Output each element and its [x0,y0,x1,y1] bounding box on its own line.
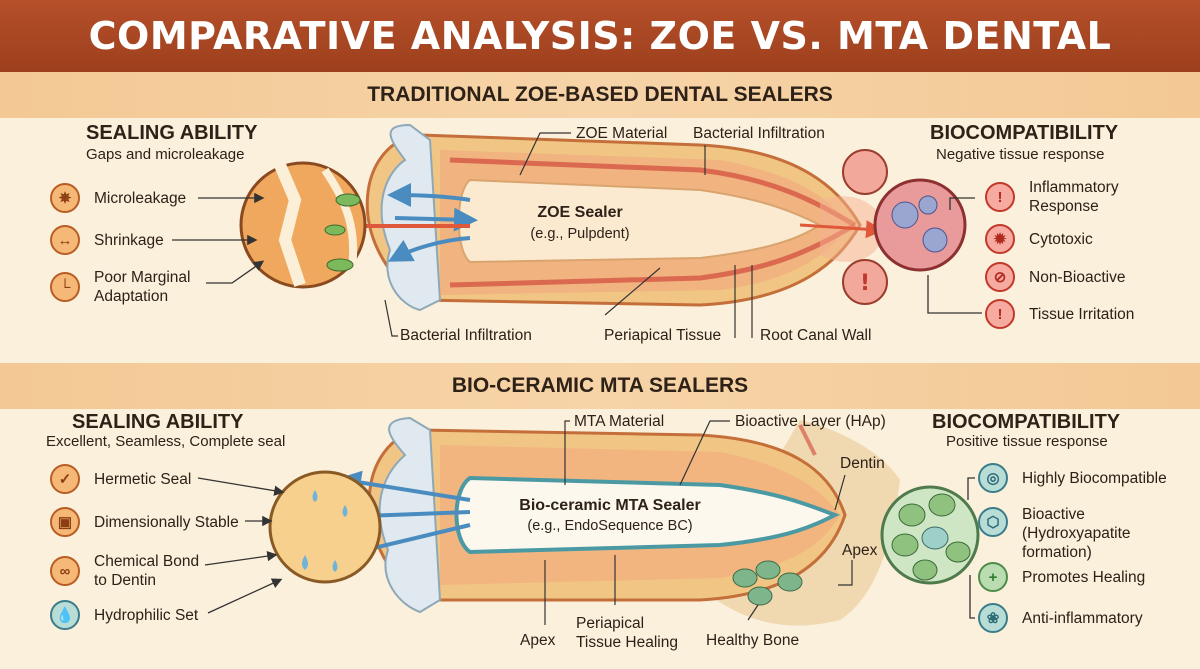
mta-sealing-item-label: Chemical Bond to Dentin [94,553,200,589]
zoe-sealing-heading: SEALING ABILITY [86,122,258,144]
zoe-bio-item-label: Inflammatory Response [1029,179,1119,215]
zoe-sealer-name: ZOE Sealer [537,204,623,221]
mta-bio-item-label: Anti-inflammatory [1022,609,1143,627]
callout-healthy-bone: Healthy Bone [706,632,800,649]
bacteria-icon: ✵ [50,183,80,213]
mta-sealing-heading: SEALING ABILITY [72,411,244,433]
mta-sealer-name: Bio-ceramic MTA Sealer [519,497,701,514]
stable-box-icon: ▣ [50,507,80,537]
zoe-sealing-item-label: Shrinkage [94,231,164,249]
cell-icon: ❀ [978,603,1008,633]
zoe-sealing-item: └ Poor Marginal Adaptation [50,268,191,306]
mta-sealing-item: ✓ Hermetic Seal [50,464,191,494]
mta-sealing-item-label: Hermetic Seal [94,470,192,488]
callout-apex-bottom: Apex [520,632,556,649]
zoe-sealing-item: ↔ Shrinkage [50,225,164,255]
zoe-bio-item: ! Inflammatory Response [985,178,1119,216]
mta-banner-title: BIO-CERAMIC MTA SEALERS [451,374,749,397]
zoe-sealing-subtitle: Gaps and microleakage [86,146,245,163]
mta-sealing-item-label: Hydrophilic Set [94,606,199,624]
page-title: COMPARATIVE ANALYSIS: ZOE VS. MTA DENTAL… [88,14,1112,130]
mta-banner [0,363,1200,409]
callout-root-canal-wall: Root Canal Wall [760,327,872,344]
callout-periapical-tissue: Periapical Tissue [604,327,722,344]
callout-zoe-material: ZOE Material [576,125,668,142]
zoe-bio-subtitle: Negative tissue response [936,146,1105,163]
zoe-sealing-item: ✵ Microleakage [50,183,186,213]
plus-cross-icon: + [978,562,1008,592]
zoe-sealing-item-label: Poor Marginal Adaptation [94,269,191,305]
callout-mta-material: MTA Material [574,413,665,430]
zoe-bio-heading: BIOCOMPATIBILITY [930,122,1119,144]
svg-text:!: ! [860,271,870,296]
chain-link-icon: ∞ [50,556,80,586]
crystal-icon: ⬡ [978,507,1008,537]
margin-gap-icon: └ [50,272,80,302]
shrink-arrows-icon: ↔ [50,225,80,255]
alert-icon: ! [985,299,1015,329]
mta-bio-item: + Promotes Healing [978,562,1145,592]
zoe-bio-item-label: Cytotoxic [1029,230,1093,248]
mta-bio-item-label: Promotes Healing [1022,568,1146,586]
mta-bio-item-label: Bioactive (Hydroxyapatite formation) [1022,506,1131,561]
zoe-gap-magnifier [239,161,367,289]
no-icon: ⊘ [985,262,1015,292]
zoe-bio-item-label: Tissue Irritation [1029,305,1135,323]
zoe-bio-item: ⊘ Non-Bioactive [985,262,1126,292]
mta-bio-subtitle: Positive tissue response [946,433,1108,450]
water-drop-icon: 💧 [50,600,80,630]
callout-periapical-tissue-healing: Periapical Tissue Healing [576,615,678,651]
alert-icon: ! [985,182,1015,212]
zoe-banner-title: TRADITIONAL ZOE-BASED DENTAL SEALERS [367,83,833,106]
title-bar [0,0,1200,72]
zoe-sealer-example: (e.g., Pulpdent) [530,226,630,242]
cells-icon: ◎ [978,463,1008,493]
mta-sealing-item: ∞ Chemical Bond to Dentin [50,552,199,590]
virus-icon: ✹ [985,224,1015,254]
mta-sealing-item: 💧 Hydrophilic Set [50,600,198,630]
callout-bioactive-layer: Bioactive Layer (HAp) [735,413,886,430]
zoe-banner [0,72,1200,118]
shield-check-icon: ✓ [50,464,80,494]
zoe-sealing-item-label: Microleakage [94,189,187,207]
mta-sealing-subtitle: Excellent, Seamless, Complete seal [46,433,286,450]
zoe-inflamed-tissue-magnifier: ! [842,149,967,305]
mta-bio-heading: BIOCOMPATIBILITY [932,411,1121,433]
mta-bio-item: ◎ Highly Biocompatible [978,463,1167,493]
zoe-bio-item: ! Tissue Irritation [985,299,1134,329]
mta-healthy-cells-magnifier [880,485,980,585]
mta-tooth-illustration [302,416,900,626]
callout-bacterial-infiltration-bottom: Bacterial Infiltration [400,327,532,344]
callout-bacterial-infiltration-top: Bacterial Infiltration [693,125,825,142]
zoe-bio-item-label: Non-Bioactive [1029,268,1126,286]
callout-apex-right: Apex [842,542,878,559]
zoe-bio-item: ✹ Cytotoxic [985,224,1093,254]
mta-bio-item: ❀ Anti-inflammatory [978,603,1143,633]
mta-bio-item-label: Highly Biocompatible [1022,469,1167,487]
callout-dentin: Dentin [840,455,885,472]
mta-seal-magnifier [268,470,382,584]
mta-sealer-example: (e.g., EndoSequence BC) [527,518,693,534]
mta-sealing-item: ▣ Dimensionally Stable [50,507,239,537]
mta-bio-item: ⬡ Bioactive (Hydroxyapatite formation) [978,505,1131,562]
mta-sealing-item-label: Dimensionally Stable [94,513,239,531]
zoe-tooth-illustration [337,123,885,312]
